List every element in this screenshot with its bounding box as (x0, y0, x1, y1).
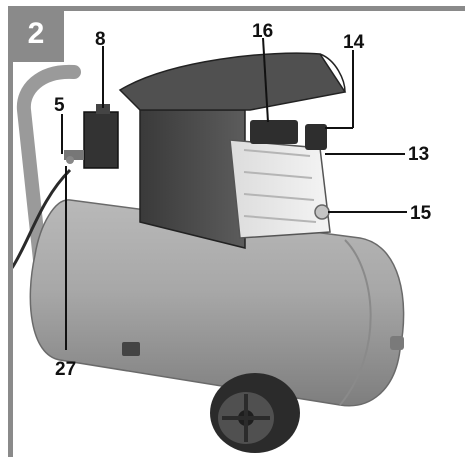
air-tank (29, 199, 405, 407)
callout-8: 8 (95, 29, 106, 50)
pressure-switch (64, 104, 119, 169)
figure-frame-top (8, 6, 465, 11)
callout-leaders (61, 37, 407, 350)
callout-16: 16 (252, 21, 274, 42)
callout-13: 13 (408, 144, 430, 165)
callout-15: 15 (410, 203, 432, 224)
transport-handle (16, 64, 81, 267)
figure-frame-left (8, 6, 13, 457)
callout-5: 5 (54, 95, 65, 116)
figure-number-badge: 2 (8, 6, 64, 62)
callout-14: 14 (343, 32, 365, 53)
power-cable (10, 168, 72, 269)
motor-housing (118, 52, 347, 249)
wheel (210, 373, 300, 453)
pump-head (229, 120, 331, 239)
callout-27: 27 (55, 359, 77, 380)
